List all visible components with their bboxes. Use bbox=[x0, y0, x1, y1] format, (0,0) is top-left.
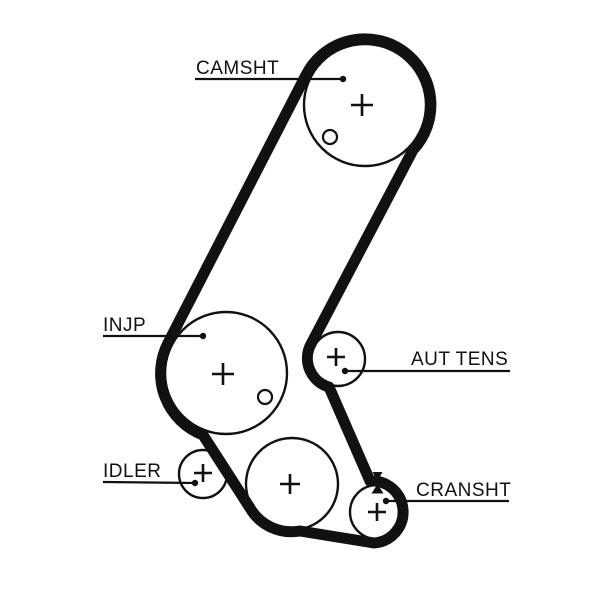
idler-leader-line bbox=[102, 480, 196, 485]
crankshaft-timing-mark-lower bbox=[371, 484, 384, 494]
crankshaft-center-mark bbox=[368, 503, 386, 521]
camshaft-center-mark bbox=[351, 94, 373, 116]
injection-pump-leader-dot bbox=[199, 332, 207, 340]
timing-belt bbox=[155, 33, 437, 549]
injection-pump-bolt-hole bbox=[256, 388, 274, 406]
idler-label: IDLER bbox=[103, 461, 161, 482]
idler-center-mark bbox=[194, 464, 212, 482]
camshaft-label: CAMSHT bbox=[196, 58, 279, 79]
camshaft-leader-dot bbox=[339, 75, 347, 83]
leader-lines bbox=[102, 75, 510, 505]
injection-pump-label: INJP bbox=[103, 315, 146, 336]
crankshaft-label: CRANSHT bbox=[416, 480, 511, 501]
idler-leader-dot bbox=[191, 479, 199, 487]
auto-tensioner-label: AUT TENS bbox=[411, 349, 508, 370]
auto-tensioner-leader-dot bbox=[341, 367, 349, 375]
crankshaft-timing-mark-upper bbox=[372, 472, 383, 481]
center-pulley-center-mark bbox=[280, 474, 300, 494]
injection-pump-center-mark bbox=[212, 363, 234, 385]
camshaft-bolt-hole bbox=[321, 128, 339, 146]
crankshaft-leader-dot bbox=[382, 497, 390, 505]
auto-tensioner-center-mark bbox=[327, 348, 345, 366]
